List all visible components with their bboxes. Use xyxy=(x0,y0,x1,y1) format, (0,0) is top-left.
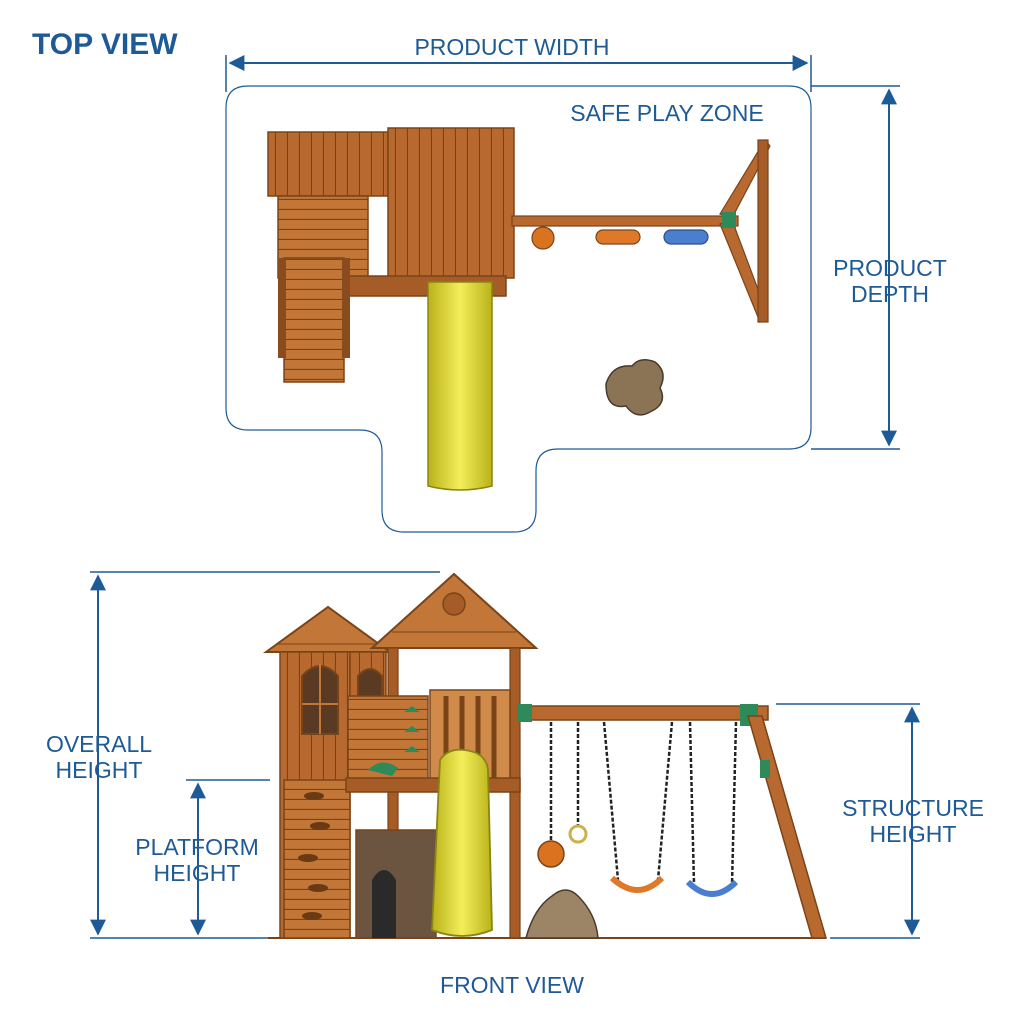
sandbox-figure xyxy=(372,870,396,938)
front-view-title: FRONT VIEW xyxy=(440,972,584,998)
aframe-bracket xyxy=(722,212,736,228)
left-roof xyxy=(262,605,394,653)
swing-seat-orange-top xyxy=(595,229,641,245)
product-depth-label-line2: DEPTH xyxy=(851,281,929,307)
roof-right xyxy=(387,127,515,279)
swing-seat-orange-front xyxy=(609,875,665,893)
top-view-title: TOP VIEW xyxy=(32,28,178,61)
top-view xyxy=(225,55,900,533)
safe-play-zone-outline xyxy=(225,85,812,533)
overall-height-label-line2: HEIGHT xyxy=(55,757,143,783)
tetherball-top xyxy=(531,226,555,250)
climbing-holds xyxy=(298,792,330,920)
beam-bracket-left xyxy=(518,704,532,722)
slide-top-view xyxy=(427,281,493,491)
aframe-leg xyxy=(757,139,769,323)
arched-window-right xyxy=(357,668,383,701)
trapeze-ring xyxy=(568,824,588,844)
rock-front-view xyxy=(525,889,599,939)
product-width-label: PRODUCT WIDTH xyxy=(414,34,610,60)
swing-seat-blue-top xyxy=(663,229,709,245)
swing-beam-front xyxy=(519,705,769,721)
ladder-rail-right xyxy=(342,258,350,358)
rock-top-view xyxy=(605,359,664,416)
slide-front-view xyxy=(431,748,493,937)
front-view xyxy=(90,571,920,939)
overall-height-label-line1: OVERALL xyxy=(45,731,153,757)
aframe-leg-front xyxy=(747,715,827,939)
roof-left xyxy=(267,131,389,197)
structure-height-label-line1: STRUCTURE xyxy=(842,795,984,821)
tetherball-front xyxy=(537,840,565,868)
structure-height-label-line2: HEIGHT xyxy=(869,821,957,847)
roof-emblem xyxy=(442,592,466,616)
swing-chains xyxy=(549,721,738,885)
dino-decals xyxy=(368,706,420,776)
platform-height-label-line1: PLATFORM xyxy=(135,834,259,860)
platform-beam xyxy=(345,777,521,793)
aframe-bracket-mid xyxy=(760,760,770,778)
safe-play-zone-label: SAFE PLAY ZONE xyxy=(570,100,764,126)
ladder-top-view xyxy=(283,257,345,383)
tower-post-right xyxy=(509,647,521,939)
swing-beam-top xyxy=(511,215,739,227)
ladder-rail-left xyxy=(278,258,286,358)
product-depth-label-line1: PRODUCT xyxy=(833,255,947,281)
swing-seat-blue-front xyxy=(685,879,739,897)
platform-height-label-line2: HEIGHT xyxy=(153,860,241,886)
